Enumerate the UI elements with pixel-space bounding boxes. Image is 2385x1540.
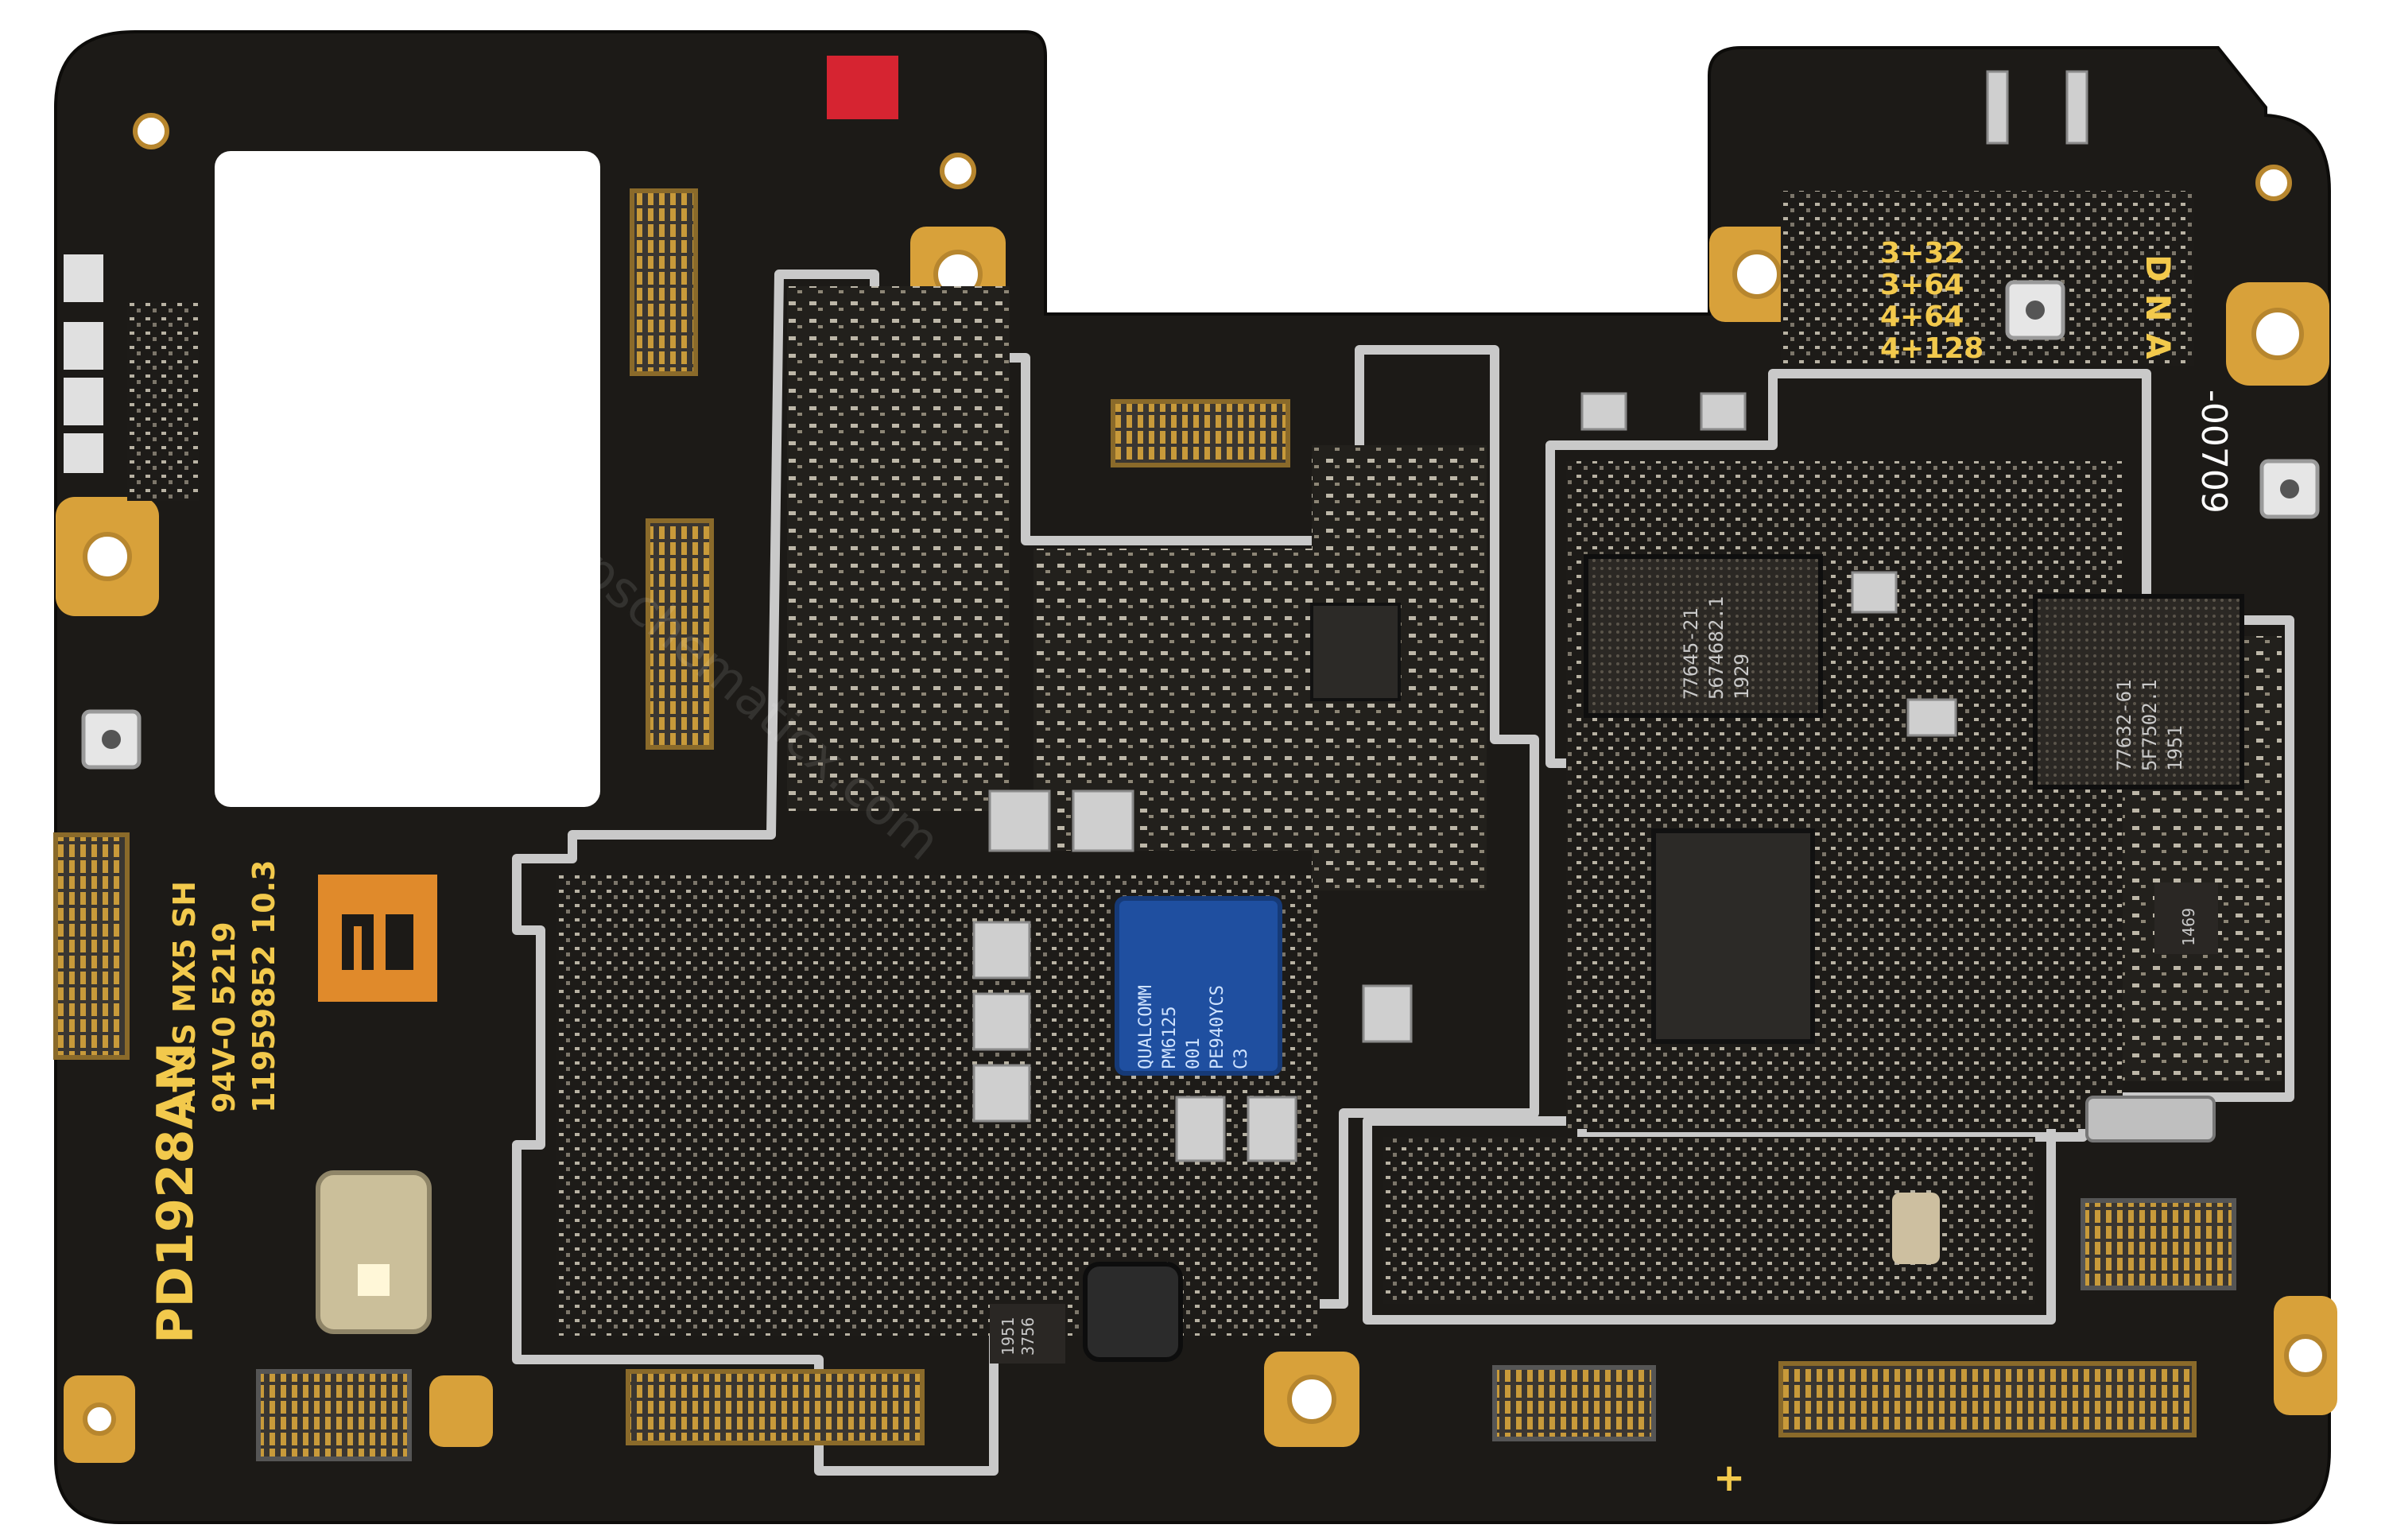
orange-logo xyxy=(318,875,437,1002)
board-cutout xyxy=(215,151,600,807)
connector-right xyxy=(2081,1198,2236,1290)
pmic-chip xyxy=(1115,896,1282,1076)
flash-led xyxy=(316,1170,432,1334)
dna-label: D N A xyxy=(2139,254,2178,359)
pmic-line-1: QUALCOMM xyxy=(1136,985,1156,1069)
mounting-holes xyxy=(83,113,2327,1436)
mi-logo-mark xyxy=(342,914,413,970)
pa-chip-left xyxy=(1584,554,1823,718)
connector-left-edge xyxy=(53,832,130,1060)
red-sticker xyxy=(827,56,898,119)
chip-small-a-label: 1951 xyxy=(999,1317,1018,1356)
soc-chip xyxy=(1651,828,1815,1044)
chip-small-c xyxy=(2154,882,2218,954)
flash-led-window xyxy=(358,1264,390,1296)
pa-chip-right xyxy=(2033,594,2244,789)
connector-bottom-right xyxy=(1778,1361,2197,1437)
connector-top-left xyxy=(630,188,698,376)
fab-line-3: 11959852 10.3 xyxy=(246,859,281,1113)
chip-small-c-label: 1469 xyxy=(2179,908,2198,946)
ceramic-parts xyxy=(972,70,2088,1162)
serial-fragment: -00709 xyxy=(2193,390,2234,514)
connector-top-center xyxy=(1111,399,1290,467)
model-label: PD1928AM xyxy=(146,1042,204,1344)
memory-option-2: 3+64 xyxy=(1880,269,1964,301)
pa-left-markings: 77645-21 5674682.1 1929 xyxy=(1680,596,1753,700)
connector-bottom-left xyxy=(256,1369,412,1461)
pmic-line-4: PE940YCS xyxy=(1208,985,1227,1069)
inductor xyxy=(1083,1262,1183,1362)
pa-right-markings: 77632-61 5F7502.1 1951 xyxy=(2113,679,2186,771)
chip-small-a xyxy=(990,1304,1065,1364)
chip-top-mid xyxy=(1310,603,1401,701)
pmic-line-2: PM6125 xyxy=(1160,1007,1180,1069)
pa-right-line-1: 77632-61 xyxy=(2113,679,2135,771)
cap-large xyxy=(1892,1193,1940,1264)
connector-bottom-mid xyxy=(626,1369,925,1445)
rf-switch xyxy=(2085,1096,2216,1142)
pa-left-line-2: 5674682.1 xyxy=(1705,596,1728,700)
rf-connector-centers xyxy=(102,301,2299,749)
memory-option-3: 4+64 xyxy=(1880,301,1964,333)
pa-right-line-2: 5F7502.1 xyxy=(2139,679,2161,771)
pa-left-line-3: 1929 xyxy=(1731,654,1753,700)
memory-option-4: 4+128 xyxy=(1880,332,1984,365)
chip-small-b-label: 3756 xyxy=(1018,1317,1037,1356)
side-pads xyxy=(64,254,103,473)
pa-right-line-3: 1951 xyxy=(2164,725,2186,771)
fab-line-2: 94V-0 5219 xyxy=(207,921,242,1113)
pmic-markings: QUALCOMM PM6125 001 PE940YCS C3 xyxy=(1136,985,1251,1069)
plus-marker: + xyxy=(1713,1456,1745,1500)
connector-bottom-center xyxy=(1492,1365,1656,1441)
fab-line-1: AT&S MX5 SH xyxy=(167,881,202,1113)
pmic-line-3: 001 xyxy=(1184,1038,1204,1069)
connectors xyxy=(53,188,2236,1461)
connector-mid-left xyxy=(646,518,714,750)
memory-option-1: 3+32 xyxy=(1880,237,1964,270)
pmic-line-5: C3 xyxy=(1231,1049,1251,1070)
chips xyxy=(316,554,2244,1364)
pa-left-line-1: 77645-21 xyxy=(1680,607,1702,700)
rf-connectors xyxy=(81,280,2320,770)
